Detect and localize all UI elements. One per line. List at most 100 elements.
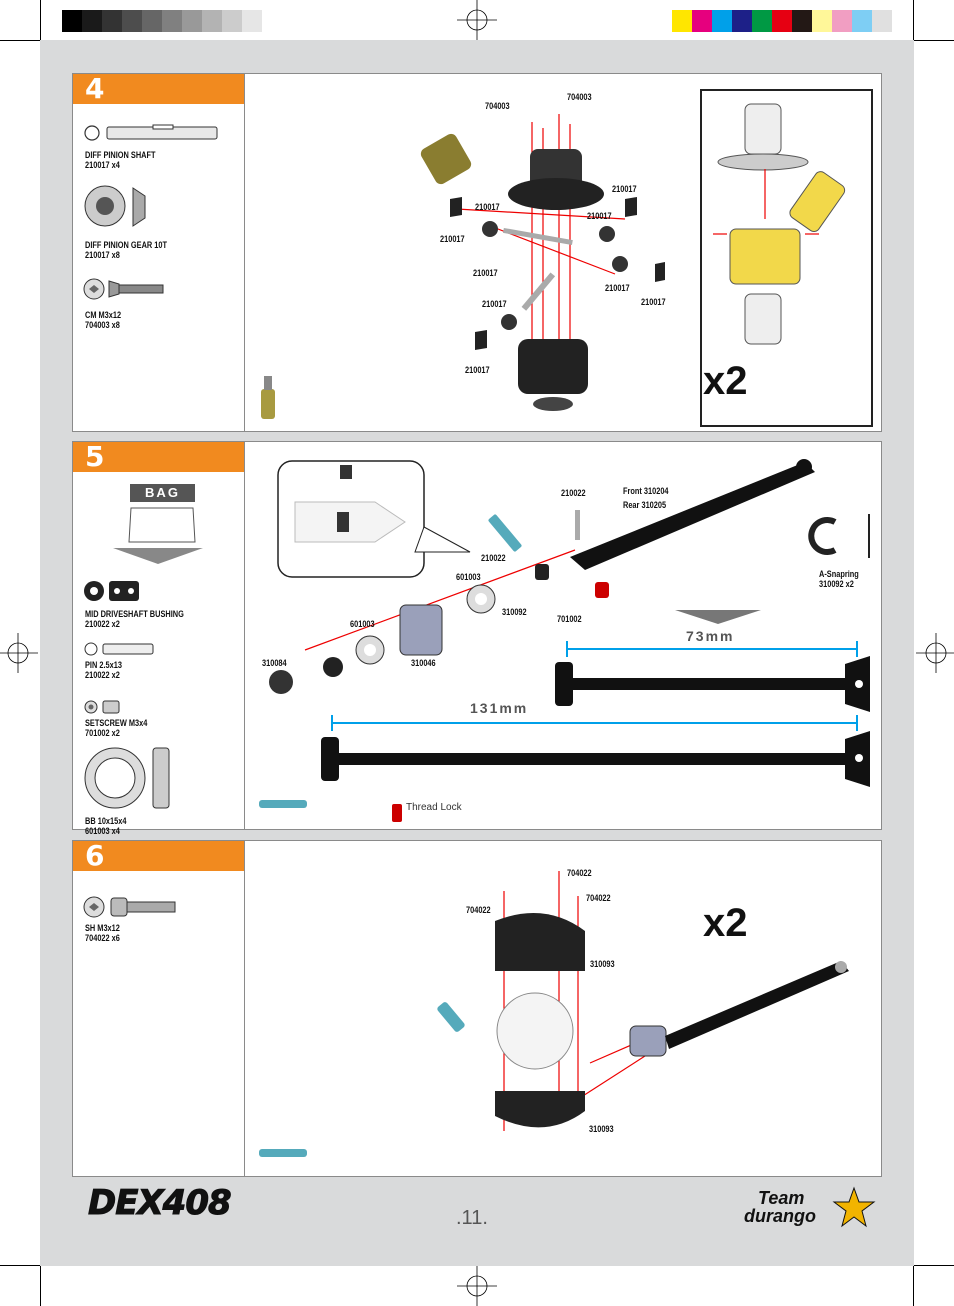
color-scale-strip [672,10,892,32]
sh-screw-icon [83,896,176,918]
color-swatch [202,10,222,32]
callout-label: 310046 [411,658,436,668]
pinion-shaft-icon [84,124,218,141]
bushing-icon [84,581,139,601]
color-swatch [732,10,752,32]
front-length-label: 73mm [686,628,735,644]
step-number: 6 [85,839,105,872]
driveshaft-assembly-illustration [259,459,870,822]
callout-label: 601003 [350,619,375,629]
callout-label: 210017 [475,202,500,212]
star-icon [832,1186,876,1228]
color-swatch [122,10,142,32]
color-swatch [672,10,692,32]
color-swatch [792,10,812,32]
color-swatch [712,10,732,32]
callout-label: 310084 [262,658,287,668]
crop-mark [40,1254,41,1306]
color-swatch [752,10,772,32]
front-shaft-label: Front [682,652,734,674]
cm-screw-icon [83,278,164,300]
thread-lock-label: Thread Lock [406,802,462,813]
crop-mark [902,1265,954,1266]
gearbox-assembly-illustration [259,871,849,1157]
pin-icon [84,642,154,656]
callout-label: 704003 [485,101,510,111]
step-5-badge: 5 [73,440,244,473]
callout-label: 210022 [481,553,506,563]
step-4-diagram: 704003 704003 210017 210017 210017 21001… [245,74,881,431]
pinion-gear-icon [84,185,146,227]
dex408-logo: DEX408 [88,1183,233,1224]
callout-label: Front 310204 [623,486,669,496]
step-4-badge: 4 [73,72,244,105]
rear-shaft-label: Rear [480,727,525,749]
callout-label: 701002 [557,614,582,624]
callout-label: 210017 [612,184,637,194]
step-6-badge: 6 [73,839,244,872]
callout-label: 704022 [586,893,611,903]
callout-label: 704022 [466,905,491,915]
crop-mark [913,0,914,52]
diff-assembly-illustration [261,89,873,427]
callout-label: 210017 [605,283,630,293]
ball-bearing-icon [84,747,170,809]
bag-arrow-icon [113,507,203,564]
color-swatch [242,10,262,32]
brand-line-1: Team [758,1188,805,1208]
crop-mark [0,1265,52,1266]
color-swatch [262,10,282,32]
color-swatch [82,10,102,32]
rear-length-label: 131mm [470,700,529,716]
color-swatch [142,10,162,32]
crop-mark [913,1254,914,1306]
page-number: .11. [456,1207,488,1229]
callout-label: 704003 [567,92,592,102]
color-swatch [872,10,892,32]
callout-label: Rear 310205 [623,500,667,510]
step-5-diagram: 210022 Front 310204 Rear 310205 210022 6… [245,442,881,829]
callout-label: 210017 [440,234,465,244]
color-swatch [222,10,242,32]
callout-label: 210017 [587,211,612,221]
callout-label: 210017 [641,297,666,307]
callout-label: 210017 [473,268,498,278]
callout-label: 310092 [502,607,527,617]
quantity-multiplier: x2 [703,901,748,945]
color-swatch [852,10,872,32]
callout-label: 210017 [465,365,490,375]
quantity-multiplier: x2 [703,359,748,403]
callout-label: 310093 [590,959,615,969]
setscrew-icon [84,700,120,714]
callout-label: 210017 [482,299,507,309]
crop-mark [40,0,41,52]
crop-mark [0,40,52,41]
step-number: 4 [85,72,105,105]
color-swatch [832,10,852,32]
step-number: 5 [85,440,105,473]
color-swatch [812,10,832,32]
callout-label: 210022 [561,488,586,498]
color-swatch [62,10,82,32]
step-6-diagram: 704022 704022 704022 310093 310093 x2 [245,841,881,1176]
color-swatch [102,10,122,32]
bag-label: BAG [130,484,195,502]
color-swatch [162,10,182,32]
color-swatch [182,10,202,32]
brand-line-2: durango [744,1206,816,1226]
